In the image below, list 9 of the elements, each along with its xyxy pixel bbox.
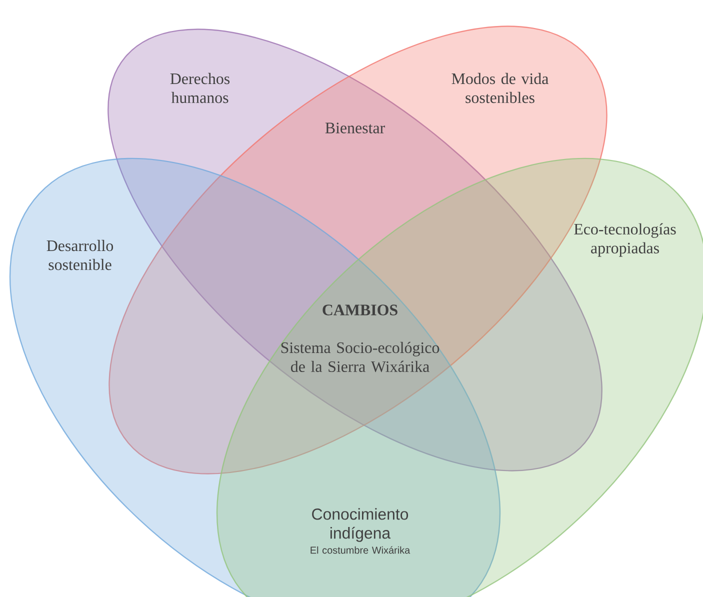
- region-label: CAMBIOS: [322, 304, 398, 316]
- set-label: Modos de vida sostenibles: [452, 72, 548, 104]
- region-label: Conocimiento indígena: [312, 508, 408, 542]
- region-label: Sistema Socio-ecológico de la Sierra Wixárika: [281, 342, 440, 372]
- region-label: Bienestar: [325, 122, 385, 134]
- set-label: Derechos humanos: [170, 72, 230, 104]
- region-label: El costumbre Wixárika: [310, 546, 410, 554]
- set-label: Desarrollo sostenible: [46, 240, 114, 270]
- set-label: Eco-tecnologías apropiadas: [574, 223, 676, 257]
